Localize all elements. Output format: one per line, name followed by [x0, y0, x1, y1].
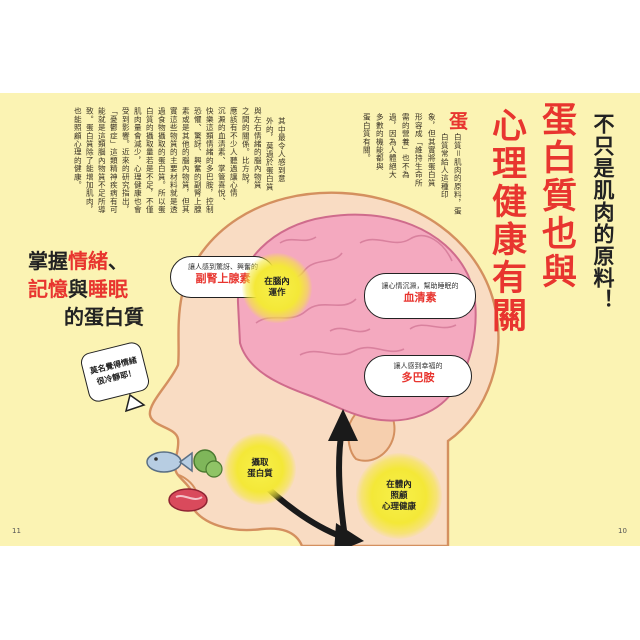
body-col-15: 「憂鬱症」這類精神疾病有可	[109, 107, 119, 214]
burst-in-body: 在體內 照顧 心理健康	[356, 453, 442, 539]
body-col-8: 恐懼、驚訝、興奮的副腎上腺	[193, 107, 203, 214]
burst-in-brain: 在腦內 運作	[242, 253, 312, 323]
page-number-right: 10	[618, 527, 627, 535]
page-number-left: 11	[12, 527, 21, 535]
cloud-serotonin-label: 血清素	[403, 291, 437, 304]
body-col-7: 快樂這類情緒的多巴胺，控制	[205, 107, 215, 214]
title-line2: 蛋白質也與	[536, 101, 576, 291]
intro-col3: 象，但其實將蛋白質	[427, 113, 437, 187]
heading-line3: 的蛋白質	[64, 305, 144, 329]
body-col-18: 也能照顧心理的健康。	[73, 107, 83, 189]
intro-col1: 白質＝肌肉的原料，蛋	[453, 133, 463, 215]
body-col-11: 過食物攝取的蛋白質。所以蛋	[157, 107, 167, 214]
body-col-13: 肌肉量會減少，心理健康也會	[133, 107, 143, 214]
cloud-adrenaline-caption: 讓人感到驚訝、興奮的	[188, 263, 258, 271]
intro-col6: 過，因為人體絕大	[388, 113, 398, 179]
arrow-head-up	[328, 409, 358, 441]
cloud-dopamine: 讓人感到幸福的 多巴胺	[364, 355, 472, 397]
body-col-9: 素或是其他的腦內物質，但其	[181, 107, 191, 214]
title-line3: 心理健康有關	[486, 107, 526, 335]
body-col-17: 致。蛋白質除了能增加肌肉，	[85, 107, 95, 214]
cloud-dopamine-label: 多巴胺	[401, 371, 435, 384]
body-col-2: 外的，莫過於蛋白質	[265, 117, 275, 191]
section-heading: 掌握情緒、 記憶與睡眠 的蛋白質	[28, 247, 144, 331]
heading-line2: 記憶與睡眠	[28, 277, 128, 301]
body-col-10: 實這些物質的主要材料就是透	[169, 107, 179, 214]
book-spread: 不只是肌肉的原料！ 蛋白質也與 心理健康有關 蛋 白質＝肌肉的原料，蛋 白質常給…	[0, 93, 640, 546]
cloud-dopamine-caption: 讓人感到幸福的	[393, 362, 443, 370]
fish-icon	[146, 451, 193, 473]
title-line1: 不只是肌肉的原料！	[591, 113, 615, 311]
intro-col8: 蛋白質有關。	[362, 113, 372, 163]
speech-text: 莫名覺得情緒 很冷靜耶！	[89, 355, 138, 387]
body-col-16: 能就是這類腦內物質不足所導	[97, 107, 107, 214]
intro-col2: 白質常給人這種印	[440, 133, 450, 199]
cloud-serotonin-caption: 讓心情沉澱，幫助睡眠的	[381, 282, 459, 290]
intro-dropcap: 蛋	[446, 111, 468, 130]
body-col-4: 之間的關係。比方說，	[241, 107, 251, 189]
body-col-1: 其中最令人感到意	[277, 117, 287, 183]
body-col-12: 白質的攝取量若是不足，不僅	[145, 107, 155, 214]
cloud-serotonin: 讓心情沉澱，幫助睡眠的 血清素	[364, 273, 476, 319]
arrow-head-right	[334, 523, 364, 546]
body-col-6: 沉澱的血清素、掌管喜悅、	[217, 107, 227, 206]
speech-pointer	[124, 393, 146, 413]
body-col-14: 受到影響。近來的研究指出，	[121, 107, 131, 214]
intro-col4: 形容成「維持生命所	[414, 113, 424, 187]
vegetable-icon	[193, 449, 223, 478]
intro-col5: 需的營養」也不為	[401, 113, 411, 179]
heading-line1: 掌握情緒、	[28, 249, 128, 273]
body-col-3: 與左右情緒的腦內物質	[253, 107, 263, 189]
meat-icon	[168, 488, 208, 512]
body-col-5: 應該有不少人聽過讓心情	[229, 107, 239, 198]
intro-col7: 多數的機能都與	[375, 113, 385, 171]
cloud-adrenaline-label: 副腎上腺素	[195, 272, 251, 285]
burst-intake-protein: 攝取 蛋白質	[224, 433, 296, 505]
